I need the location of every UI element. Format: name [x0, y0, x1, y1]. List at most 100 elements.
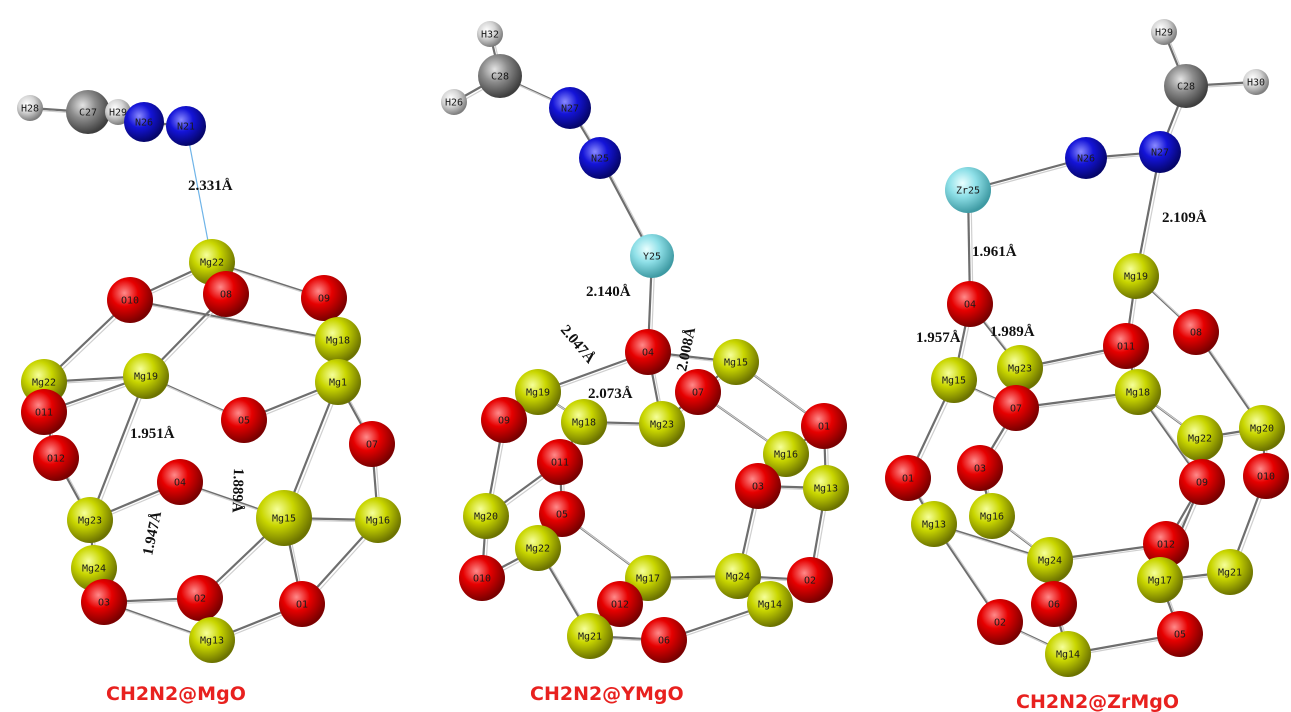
atom-label: Zr25 [956, 186, 980, 197]
atom-sphere [945, 167, 991, 213]
atom-sphere [459, 555, 505, 601]
atom-o: O12 [33, 435, 79, 481]
atom-mg: Mg19 [123, 353, 169, 399]
atom-label: O2 [994, 618, 1006, 629]
atom-sphere [713, 339, 759, 385]
atom-label: O9 [318, 294, 330, 305]
atom-sphere [157, 459, 203, 505]
bond [88, 375, 148, 521]
atom-label: Mg21 [1218, 568, 1242, 579]
atom-label: Mg15 [942, 376, 966, 387]
atom-sphere [1243, 69, 1269, 95]
atom-sphere [515, 525, 561, 571]
atom-sphere [166, 106, 206, 146]
atom-label: O4 [964, 300, 976, 311]
atom-sphere [1143, 521, 1189, 567]
atom-sphere [221, 397, 267, 443]
atom-mg: Mg13 [803, 465, 849, 511]
atom-c: C28 [478, 54, 522, 98]
atom-label: C28 [1177, 82, 1195, 93]
distance-label: 1.889Å [228, 468, 246, 513]
atom-sphere [957, 445, 1003, 491]
atom-mg: Mg20 [463, 493, 509, 539]
atom-mg: Mg16 [355, 497, 401, 543]
atom-sphere [801, 403, 847, 449]
atom-sphere [177, 575, 223, 621]
atom-label: Mg16 [980, 512, 1004, 523]
atom-sphere [481, 397, 527, 443]
atom-label: Mg13 [922, 520, 946, 531]
atom-n: N27 [1139, 131, 1181, 173]
atom-label: N26 [1077, 154, 1095, 165]
atom-sphere [441, 89, 467, 115]
atom-sphere [630, 234, 674, 278]
atom-label: Mg23 [1008, 364, 1032, 375]
atom-label: H30 [1247, 78, 1265, 89]
bond [129, 298, 339, 342]
atom-sphere [81, 579, 127, 625]
atom-sphere [1157, 611, 1203, 657]
atom-label: O5 [1174, 630, 1186, 641]
distance-label: 1.947Å [140, 510, 165, 557]
atom-label: Y25 [643, 252, 661, 263]
atom-label: O10 [1257, 472, 1275, 483]
atom-o: O5 [221, 397, 267, 443]
atom-label: Mg23 [650, 420, 674, 431]
atom-label: O12 [611, 600, 629, 611]
atom-sphere [1151, 19, 1177, 45]
atom-label: Mg20 [1250, 424, 1274, 435]
atom-label: O9 [498, 416, 510, 427]
atom-sphere [1239, 405, 1285, 451]
atom-sphere [1173, 309, 1219, 355]
atom-mg: Mg22 [1177, 415, 1223, 461]
atom-label: O5 [238, 416, 250, 427]
atom-sphere [549, 87, 591, 129]
atom-sphere [1027, 537, 1073, 583]
atom-label: Mg19 [1124, 272, 1148, 283]
atom-sphere [349, 421, 395, 467]
atom-sphere [107, 277, 153, 323]
distance-label: 2.047Å [557, 322, 598, 367]
atom-sphere [675, 369, 721, 415]
atom-label: O3 [752, 482, 764, 493]
atom-label: H32 [481, 30, 499, 41]
atom-n: N25 [579, 137, 621, 179]
atom-o: O11 [537, 439, 583, 485]
atom-mg: Mg13 [189, 617, 235, 663]
atom-mg: Mg15 [256, 490, 312, 546]
atom-label: Mg24 [1038, 556, 1062, 567]
atom-sphere [315, 359, 361, 405]
atom-label: Mg1 [329, 378, 347, 389]
atom-label: Mg13 [200, 636, 224, 647]
atom-mg: Mg19 [1113, 253, 1159, 299]
atom-o: O11 [1103, 323, 1149, 369]
atom-sphere [537, 439, 583, 485]
atom-mg: Mg19 [515, 369, 561, 415]
atom-h: H26 [441, 89, 467, 115]
caption-zrmgo: CH2N2@ZrMgO [1016, 691, 1179, 712]
atom-o: O4 [157, 459, 203, 505]
atom-sphere [256, 490, 312, 546]
atom-o: O3 [81, 579, 127, 625]
atom-sphere [567, 613, 613, 659]
atom-mg: Mg14 [747, 581, 793, 627]
atom-label: Mg15 [724, 358, 748, 369]
atom-label: Mg22 [1188, 434, 1212, 445]
atom-label: O4 [642, 348, 654, 359]
atom-o: O8 [1173, 309, 1219, 355]
atom-sphere [641, 617, 687, 663]
atom-sphere [993, 385, 1039, 431]
atom-n: N27 [549, 87, 591, 129]
atom-c: C27 [66, 90, 110, 134]
atom-sphere [539, 491, 585, 537]
atom-sphere [1115, 369, 1161, 415]
atom-label: O3 [98, 598, 110, 609]
atom-sphere [597, 581, 643, 627]
atom-mg: Mg1 [315, 359, 361, 405]
atom-o: O9 [1179, 459, 1225, 505]
atom-sphere [1164, 64, 1208, 108]
atom-label: Mg18 [572, 418, 596, 429]
atom-sphere [463, 493, 509, 539]
atom-sphere [66, 90, 110, 134]
atom-label: O11 [1117, 342, 1135, 353]
